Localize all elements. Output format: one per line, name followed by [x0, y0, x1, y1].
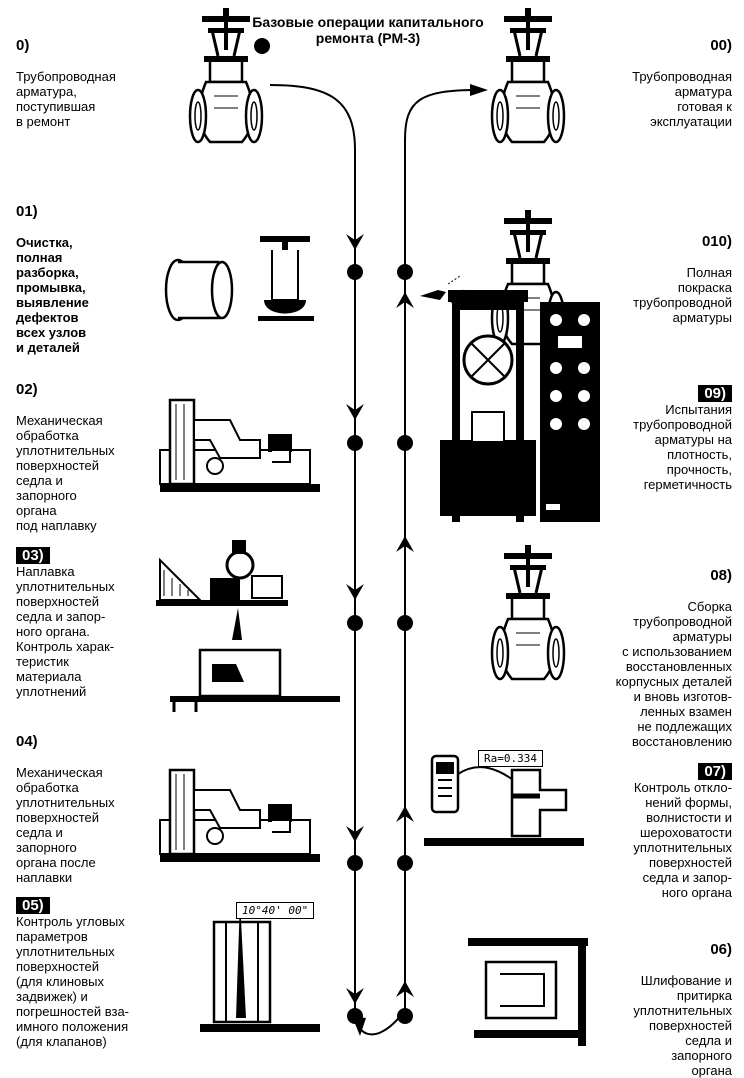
- pressure-test-bench-drawing: [440, 290, 600, 522]
- disassembled-parts-drawing: [164, 236, 314, 322]
- step-number: 0): [16, 37, 30, 54]
- step-number: 010): [701, 233, 732, 250]
- step-number: 09): [698, 385, 732, 402]
- step-description: Очистка, полная разборка, промывка, выяв…: [16, 235, 89, 355]
- diagram-title: Базовые операции капитального ремонта (Р…: [252, 14, 484, 46]
- step-description: Шлифование и притирка уплотнительных пов…: [633, 973, 732, 1078]
- step-03: 03) Наплавка уплотнительных поверхностей…: [16, 532, 166, 714]
- step-number: 07): [698, 763, 732, 780]
- step-description: Испытания трубопроводной арматуры на пло…: [633, 402, 732, 492]
- step-description: Трубопроводная арматура, поступившая в р…: [16, 69, 116, 129]
- flow-line-right: [404, 89, 479, 1010]
- step-00: 00) Трубопроводная арматура готовая к эк…: [584, 22, 732, 129]
- step-06: 06) Шлифование и притирка уплотнительных…: [596, 926, 732, 1078]
- step-07: 07) Контроль откло- нений формы, волнист…: [584, 748, 732, 915]
- step-description: Контроль угловых параметров уплотнительн…: [16, 914, 130, 1049]
- lathe-post-cladding-drawing: [158, 768, 322, 864]
- step-description: Контроль откло- нений формы, волнистости…: [633, 780, 732, 900]
- step-01: 01) Очистка, полная разборка, промывка, …: [16, 188, 156, 355]
- step-description: Трубопроводная арматура готовая к эксплу…: [632, 69, 732, 129]
- roughness-readout: Ra=0.334: [478, 750, 543, 767]
- lapping-machine-drawing: [468, 938, 588, 1046]
- step-description: Полная покраска трубопроводной арматуры: [633, 265, 732, 325]
- lathe-pre-cladding-drawing: [158, 398, 322, 494]
- step-number: 00): [710, 37, 732, 54]
- step-number: 05): [16, 897, 50, 914]
- step-description: Наплавка уплотнительных поверхностей сед…: [16, 564, 115, 699]
- step-number: 03): [16, 547, 50, 564]
- step-04: 04) Механическая обработка уплотнительны…: [16, 718, 166, 885]
- step-description: Механическая обработка уплотнительных по…: [16, 765, 115, 885]
- step-08: 08) Сборка трубопроводной арматуры с исп…: [584, 552, 732, 749]
- profilometer-drawing: [424, 754, 584, 846]
- angle-readout: 10°40' 00": [236, 902, 315, 919]
- step-05: 05) Контроль угловых параметров уплотнит…: [16, 882, 196, 1064]
- step-02: 02) Механическая обработка уплотнительны…: [16, 366, 166, 533]
- angle-measure-drawing: [200, 900, 320, 1032]
- step-number: 08): [710, 567, 732, 584]
- step-010: 010) Полная покраска трубопроводной арма…: [584, 218, 732, 325]
- step-description: Сборка трубопроводной арматуры с использ…: [615, 599, 732, 749]
- step-09: 09) Испытания трубопроводной арматуры на…: [596, 370, 732, 507]
- step-number: 02): [16, 381, 38, 398]
- flow-line-left: [269, 84, 356, 1010]
- step-number: 04): [16, 733, 38, 750]
- cladding-equipment-drawing: [156, 540, 340, 712]
- valve-assembled-drawing: [490, 543, 566, 681]
- step-number: 01): [16, 203, 38, 220]
- step-description: Механическая обработка уплотнительных по…: [16, 413, 115, 533]
- valve-ready-drawing: [490, 6, 566, 144]
- step-0: 0) Трубопроводная арматура, поступившая …: [16, 22, 166, 129]
- step-number: 06): [710, 941, 732, 958]
